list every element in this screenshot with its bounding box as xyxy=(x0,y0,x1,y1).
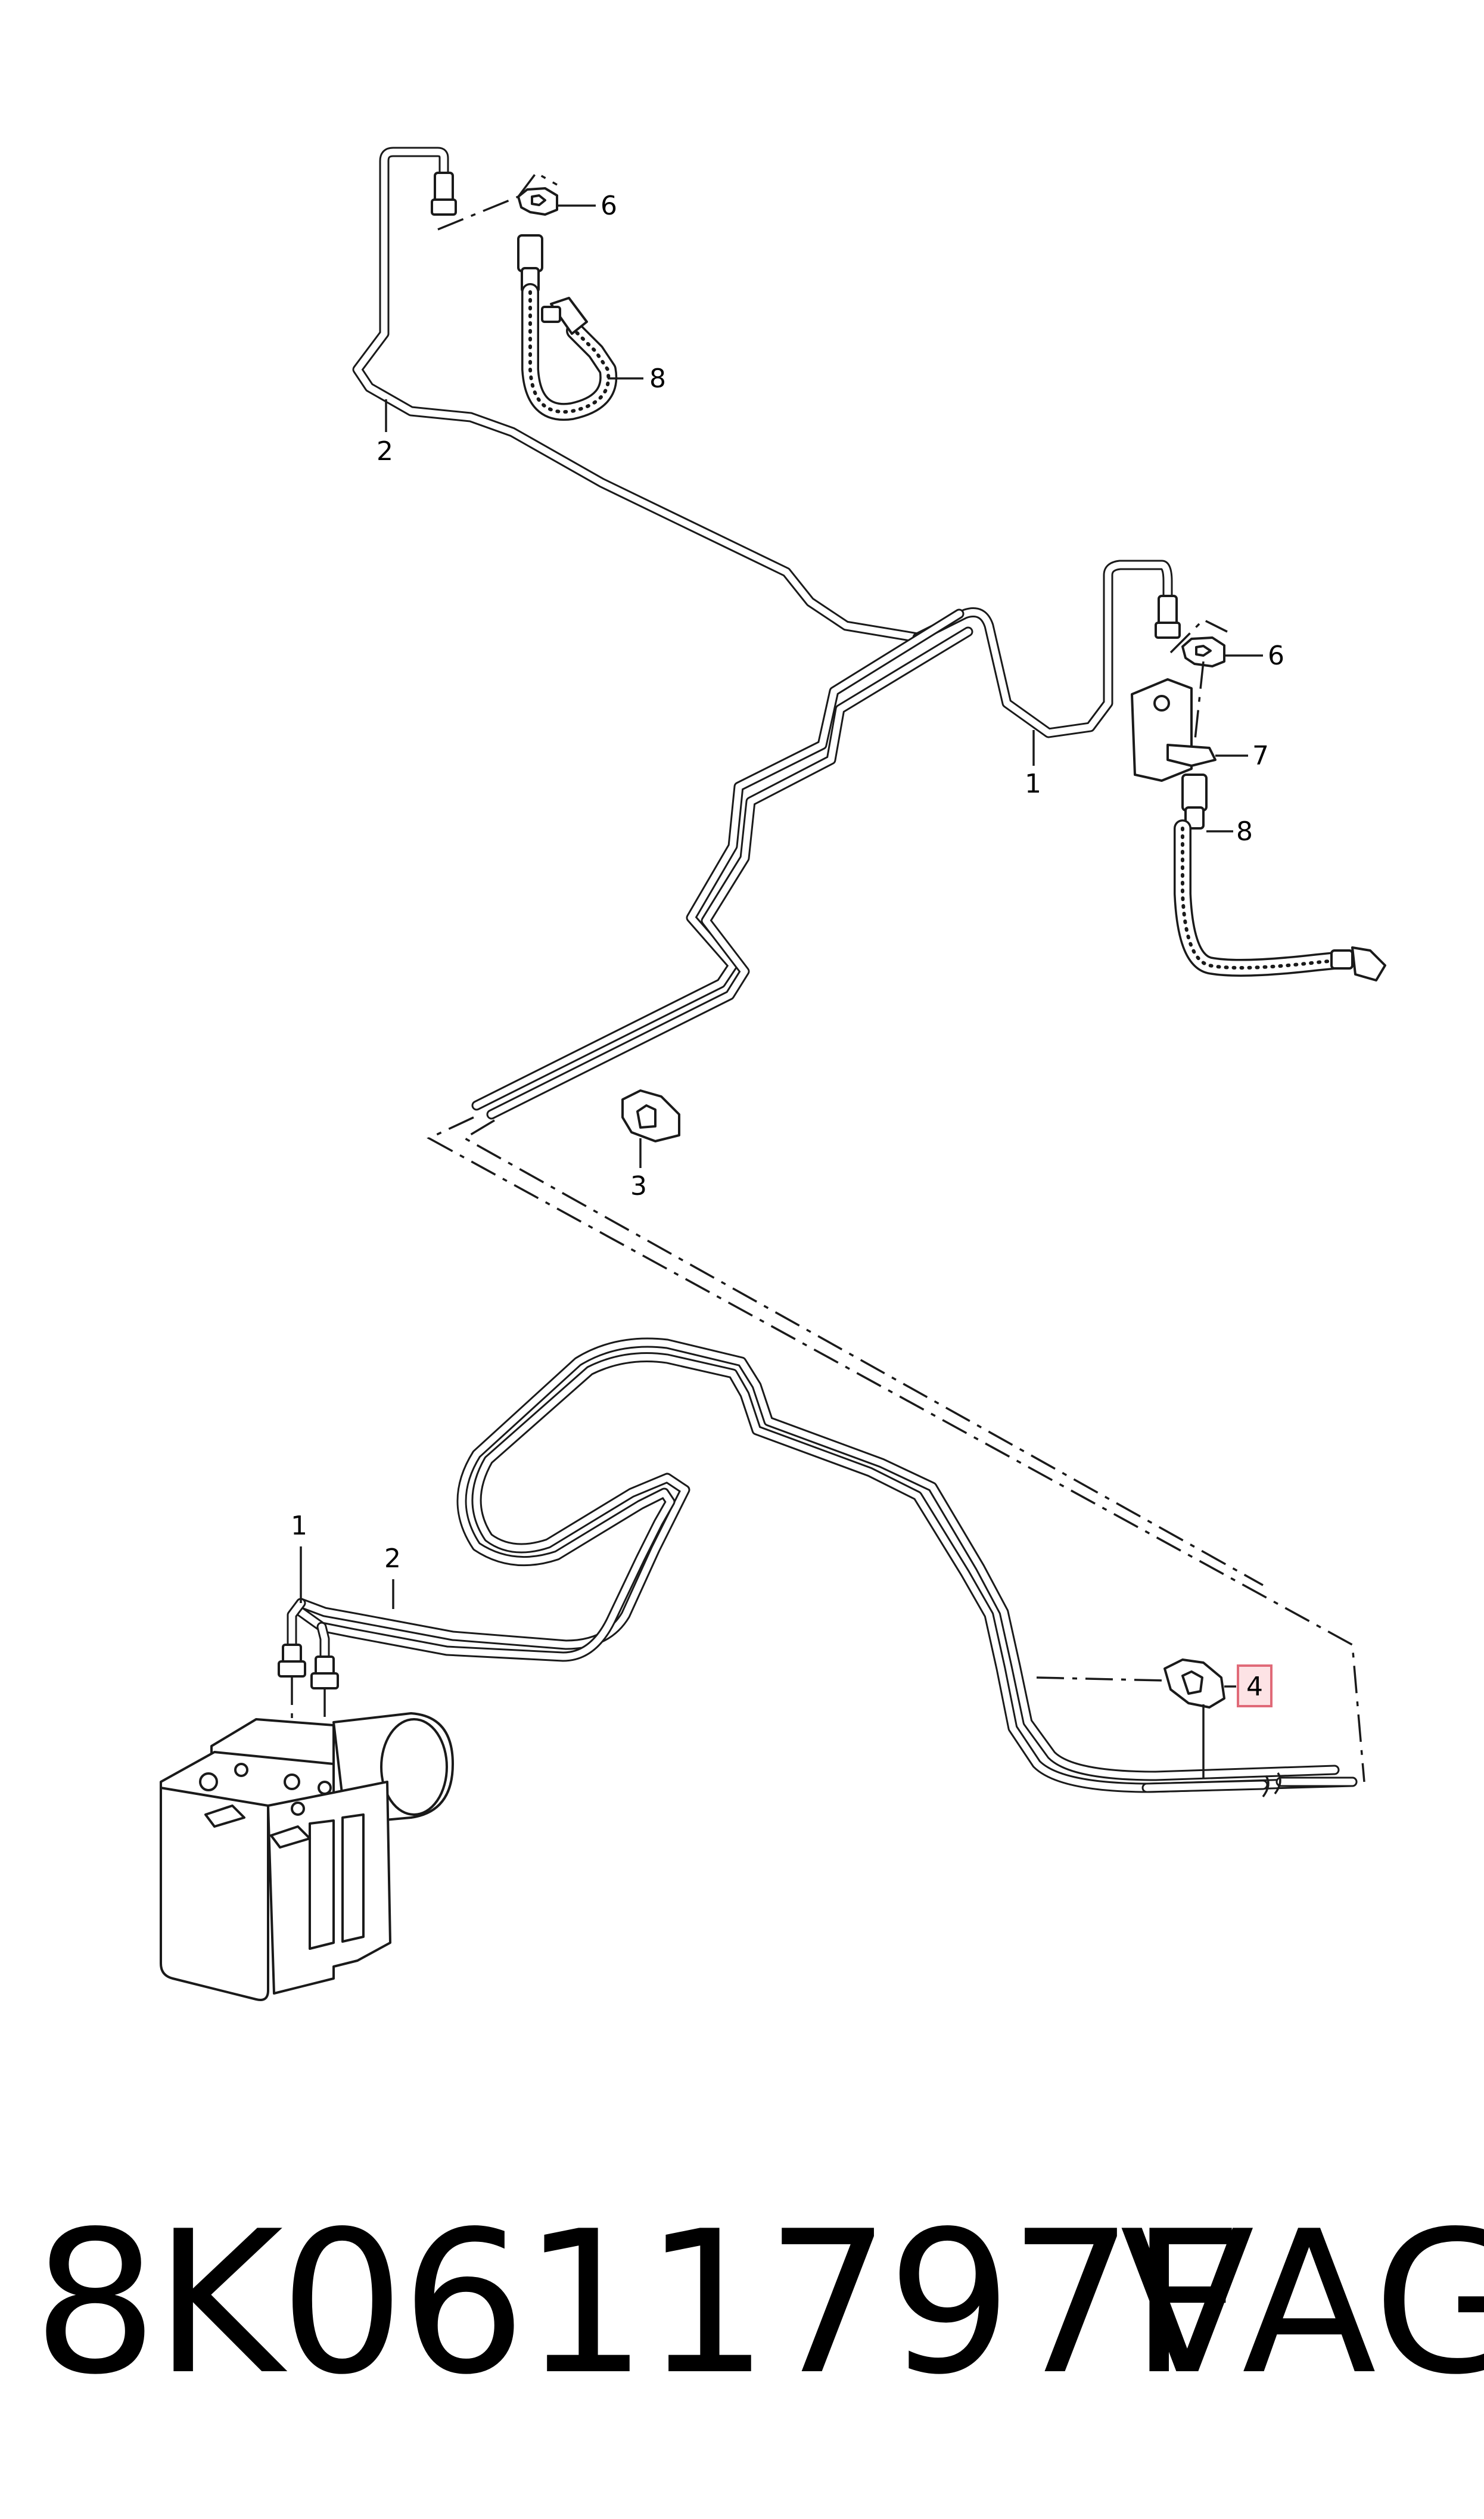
callout-4-highlight: 4 xyxy=(1246,1672,1263,1702)
callout-7-right: 7 xyxy=(1252,741,1269,771)
pipe-fitting-icon xyxy=(431,172,457,216)
hidden-routing-line xyxy=(427,1116,1365,1782)
brake-line-diagram: 6 8 2 6 xyxy=(160,147,1386,2001)
callout-2-top: 2 xyxy=(377,436,393,467)
abs-hydraulic-unit-icon xyxy=(160,1644,454,2001)
callout-8-top: 8 xyxy=(649,364,666,394)
callout-8-right: 8 xyxy=(1236,816,1253,847)
flexible-brake-hose-icon xyxy=(517,234,618,421)
pipe-clip-icon xyxy=(621,1089,680,1142)
callout-6-right: 6 xyxy=(1268,641,1284,671)
brake-pipe-1-main xyxy=(471,560,1173,1120)
callout-1-mid: 1 xyxy=(1025,769,1041,799)
brand-label: VAG xyxy=(1120,2189,1484,2418)
callout-2-abs: 2 xyxy=(384,1543,401,1574)
callout-6-top: 6 xyxy=(601,191,617,221)
bracket-clip-icon xyxy=(1181,636,1225,667)
callout-4-highlight-box xyxy=(1237,1664,1273,1707)
callout-1-abs: 1 xyxy=(291,1511,307,1541)
brake-pipe-lower-loop xyxy=(287,1337,1358,1793)
flexible-brake-hose-icon xyxy=(1174,774,1386,981)
bracket-clip-icon xyxy=(517,187,558,216)
callout-3-mid: 3 xyxy=(630,1171,647,1201)
brake-pipe-2-upper xyxy=(352,147,923,643)
part-number-label: 8K0611797F xyxy=(33,2189,1243,2418)
pipe-holder-clip-icon xyxy=(1163,1658,1225,1709)
mounting-plate-icon xyxy=(1131,678,1217,782)
pipe-fitting-icon xyxy=(1155,595,1181,639)
